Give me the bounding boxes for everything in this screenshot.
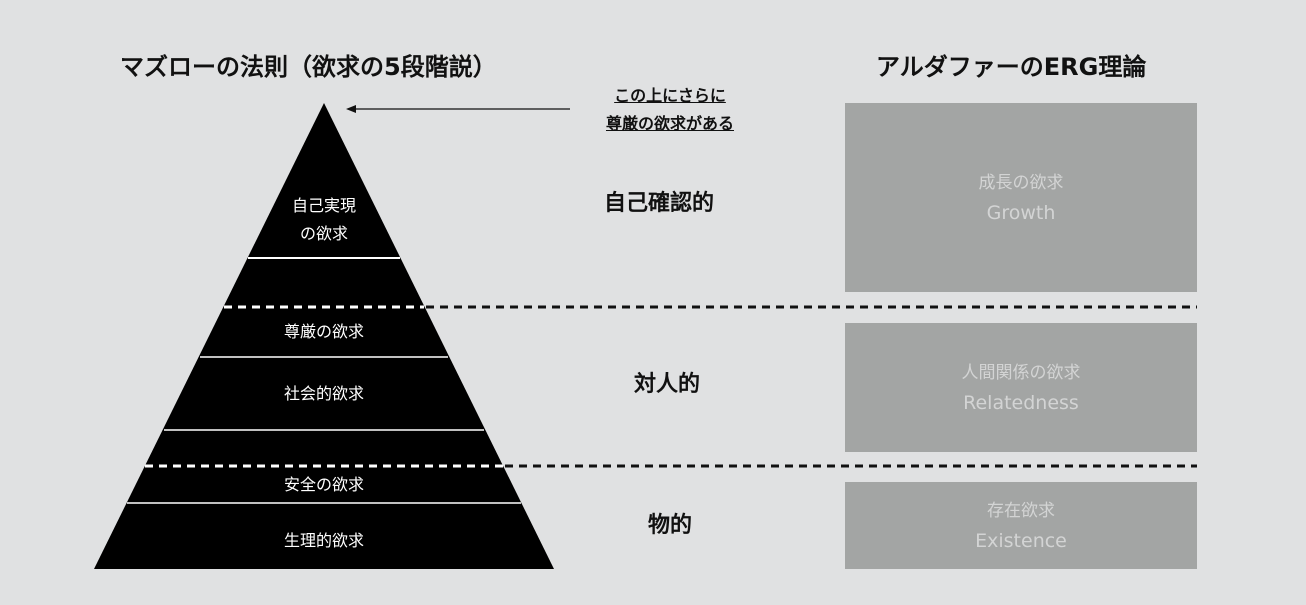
- level-physiological: 生理的欲求: [283, 531, 364, 550]
- level-self-actualization: 自己実現 の欲求: [224, 192, 424, 248]
- category-interpersonal: 対人的: [634, 372, 701, 397]
- erg-box-growth: 成長の欲求 Growth: [845, 103, 1197, 292]
- erg-box-relatedness: 人間関係の欲求 Relatedness: [845, 323, 1197, 452]
- erg-box-existence: 存在欲求 Existence: [845, 482, 1197, 569]
- erg-box-jp: 存在欲求: [987, 500, 1055, 521]
- arrow-left-icon: [346, 105, 356, 113]
- erg-box-jp: 成長の欲求: [978, 172, 1064, 193]
- erg-box-en: Relatedness: [963, 391, 1079, 414]
- maslow-pyramid: [94, 103, 554, 569]
- note: この上にさらに 尊厳の欲求がある: [580, 82, 760, 138]
- erg-box-jp: 人間関係の欲求: [961, 362, 1081, 383]
- note-line2: 尊厳の欲求がある: [605, 114, 734, 133]
- erg-box-en: Growth: [986, 201, 1056, 224]
- level-label: の欲求: [299, 224, 348, 243]
- level-esteem: 尊厳の欲求: [283, 322, 364, 341]
- erg-box-en: Existence: [975, 529, 1067, 552]
- note-line1: この上にさらに: [614, 86, 726, 105]
- level-label: 自己実現: [291, 196, 356, 215]
- maslow-title: マズローの法則（欲求の5段階説）: [120, 53, 497, 81]
- category-material: 物的: [648, 513, 693, 538]
- erg-title: アルダファーのERG理論: [876, 53, 1147, 81]
- category-self: 自己確認的: [604, 191, 715, 216]
- level-safety: 安全の欲求: [283, 475, 364, 494]
- level-social: 社会的欲求: [283, 384, 364, 403]
